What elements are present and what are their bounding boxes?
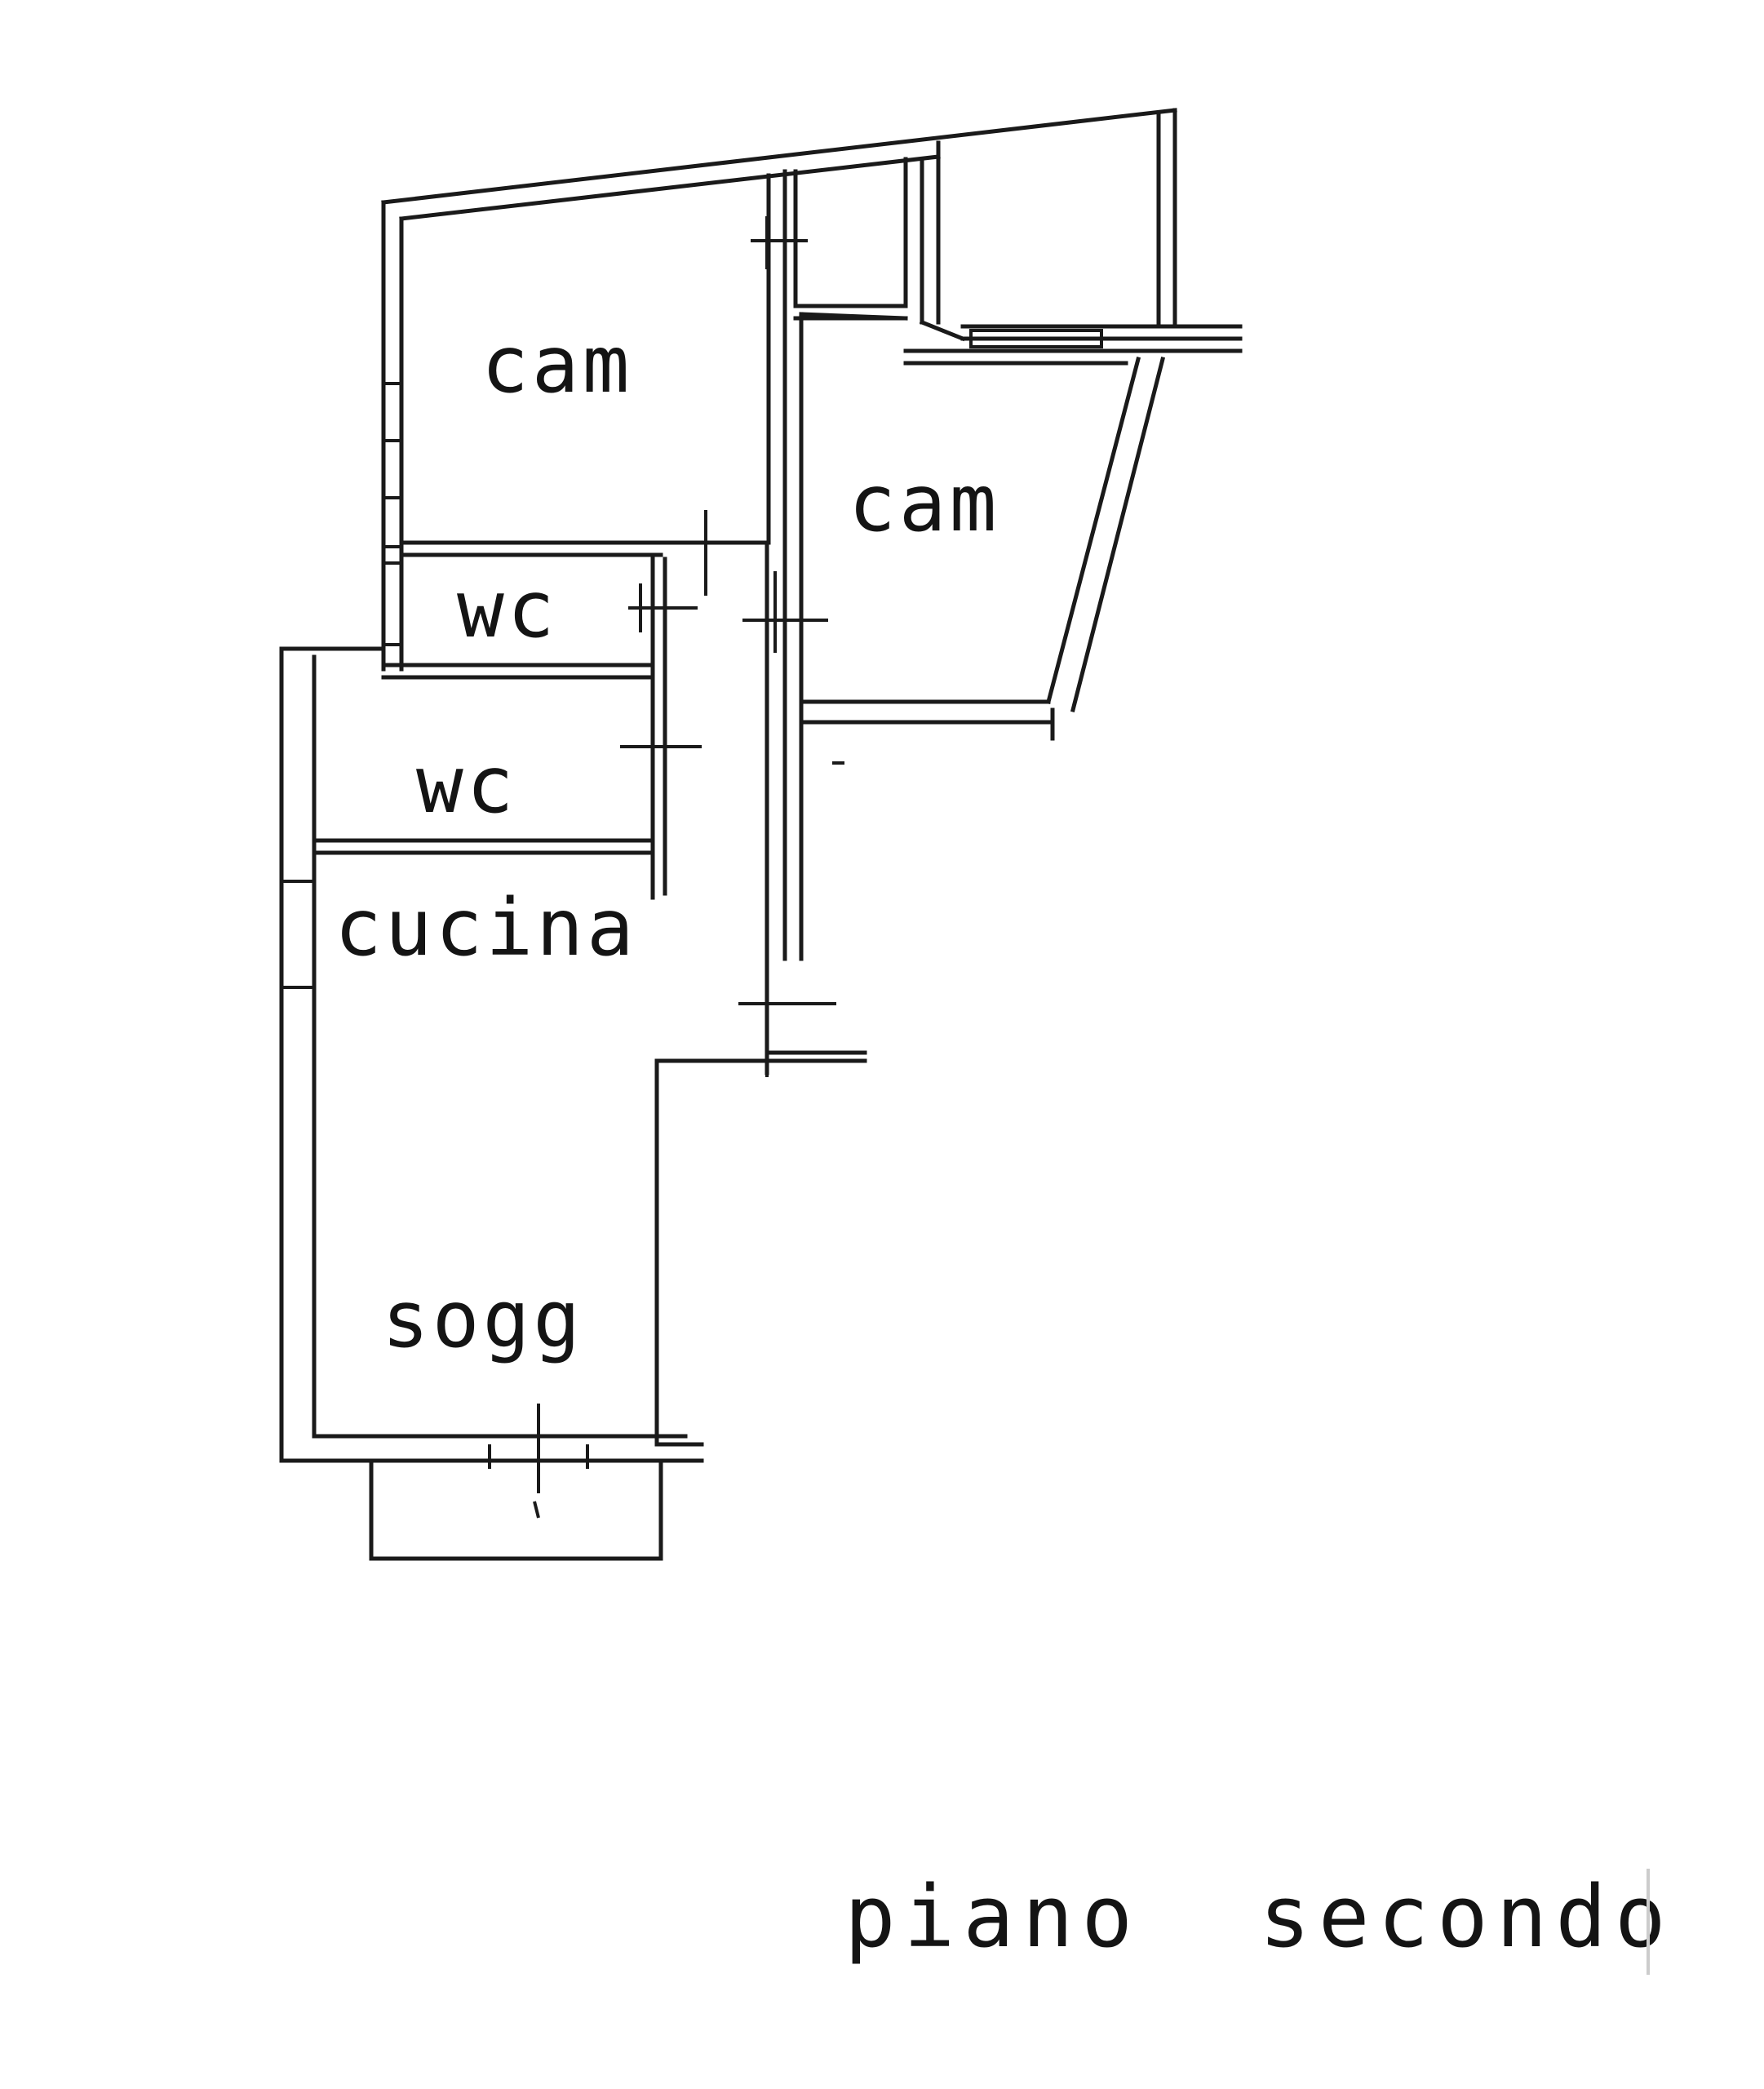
wall-group-closets (793, 108, 1243, 348)
room-label-wc-upper: wc (457, 564, 558, 655)
floor-caption: piano secondo (844, 1867, 1674, 1967)
wall-group-east-bedroom (742, 291, 1243, 961)
wall-group-lower (279, 540, 867, 1561)
room-label-wc-lower: wc (416, 739, 517, 831)
room-label-cucina: cucina (335, 882, 637, 974)
wall-group-north-bedroom (381, 108, 1177, 672)
room-label-sogg: sogg (382, 1274, 583, 1365)
room-label-cam-north: cam (481, 319, 632, 410)
room-label-cam-east: cam (849, 458, 999, 549)
